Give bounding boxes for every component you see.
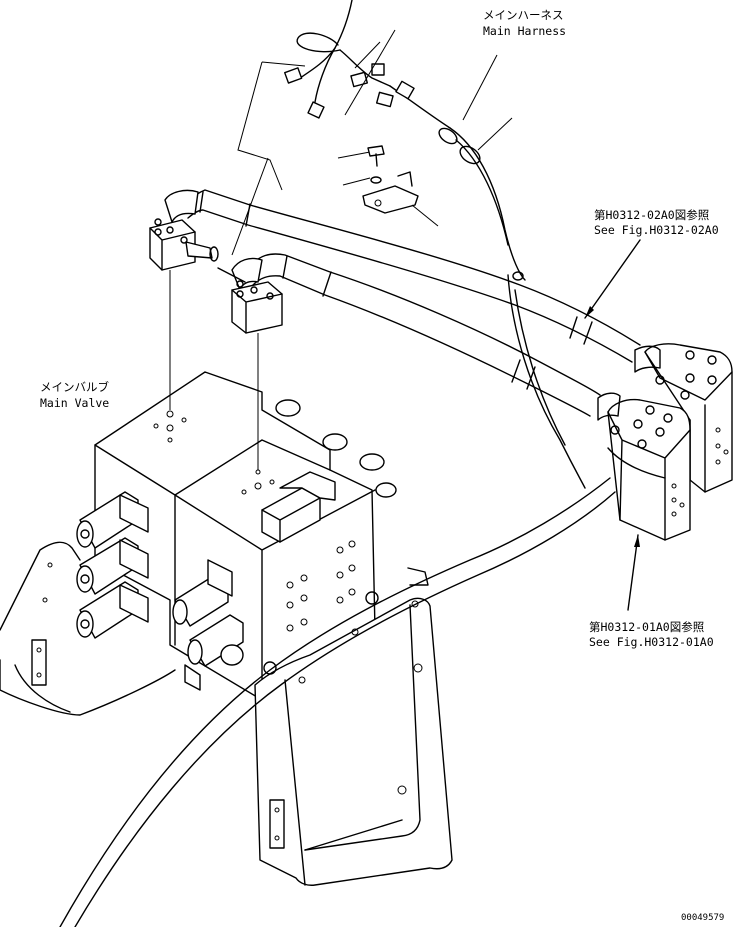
- reference-upper-label-en: See Fig.H0312-02A0: [594, 223, 719, 237]
- mounting-bracket: [254, 567, 453, 886]
- right-valve-block-front: [597, 392, 729, 541]
- solenoid-block-lower: [217, 267, 283, 334]
- long-tube: [59, 477, 616, 927]
- main-harness-label-ja: メインハーネス: [483, 8, 564, 22]
- solenoid-block-upper: [149, 218, 219, 271]
- right-valve-block-rear: [634, 343, 733, 493]
- reference-upper-label-ja: 第H0312-02A0図参照: [594, 208, 710, 222]
- drawing-number: 00049579: [681, 913, 725, 923]
- frame-plate: [0, 541, 176, 716]
- main-valve-label-ja: メインバルブ: [40, 380, 109, 394]
- assembly-lines: [169, 270, 259, 470]
- main-valve-label-en: Main Valve: [40, 396, 110, 410]
- main-harness-wiring: [231, 0, 586, 489]
- reference-leaders: [584, 239, 641, 611]
- main-valve: [76, 371, 397, 701]
- reference-lower-label-en: See Fig.H0312-01A0: [589, 635, 714, 649]
- clamp-bolt-assembly: [337, 145, 439, 227]
- reference-lower-label-ja: 第H0312-01A0図参照: [589, 620, 705, 634]
- main-harness-label-en: Main Harness: [483, 24, 567, 38]
- hydraulic-hoses: [164, 189, 641, 417]
